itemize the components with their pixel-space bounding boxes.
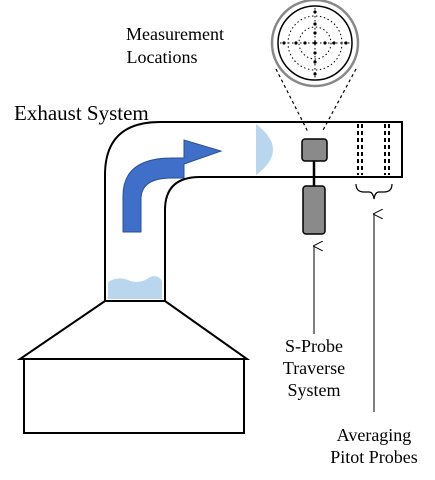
sprobe-label-line2: Traverse	[283, 358, 345, 378]
probe-body	[302, 185, 326, 235]
measurement-label-line1: Measurement	[126, 24, 224, 44]
sprobe-label-line3: System	[287, 380, 340, 400]
measurement-label-line2: Locations	[127, 47, 198, 67]
s-probe-traverse	[302, 161, 326, 235]
hood-top	[16, 300, 251, 360]
exhaust-system-label: Exhaust System	[14, 101, 149, 125]
riser-fill	[108, 276, 162, 299]
curved-arrow-icon	[122, 139, 223, 233]
pitot-label-line1: Averaging	[337, 425, 412, 445]
pitot-label-line2: Pitot Probes	[330, 447, 418, 467]
velocity-profile	[256, 124, 273, 175]
circular-grid-icon	[270, 0, 360, 88]
averaging-pitot-probes	[357, 124, 390, 175]
sprobe-label-line1: S-Probe	[285, 336, 343, 356]
hood-body	[23, 358, 245, 434]
measurement-port	[301, 138, 328, 162]
hood	[16, 300, 251, 434]
brace	[355, 183, 393, 200]
